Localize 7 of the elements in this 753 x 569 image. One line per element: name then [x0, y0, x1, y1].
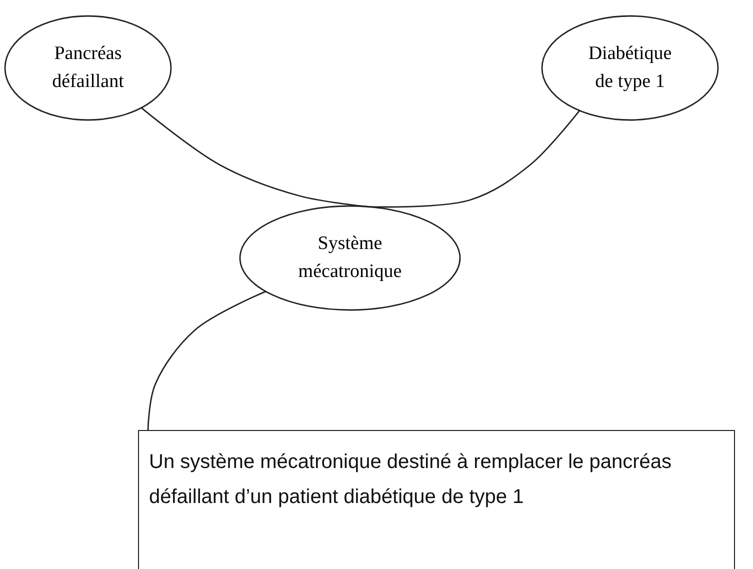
description-text: Un système mécatronique destiné à remplacer le pancréas défaillant d’un patient diabétique de type 1: [149, 450, 672, 510]
connector-line: [147, 290, 266, 430]
node-label: Pancréas défaillant: [51, 42, 125, 94]
text-box: [138, 430, 735, 569]
node-label: Diabétique de type 1: [587, 42, 673, 94]
node-label: Système mécatronique: [297, 232, 403, 284]
connector-line: [369, 110, 580, 208]
